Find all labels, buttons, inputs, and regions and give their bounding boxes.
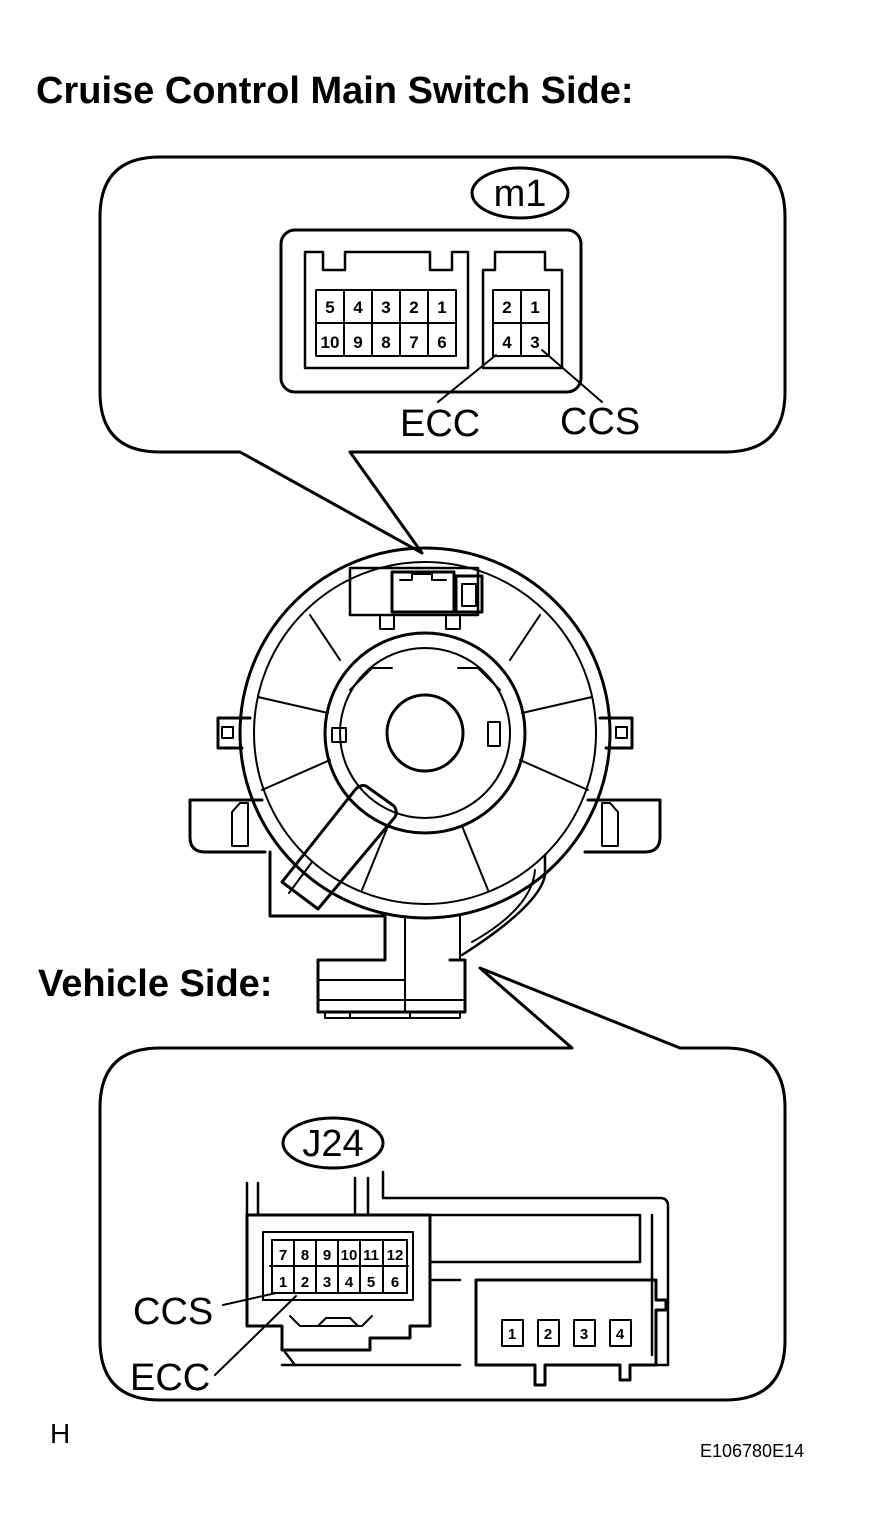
j24-id-ellipse [281,1116,385,1170]
figure-code: E106780E14 [700,1441,805,1461]
m1-main-pins: 5 4 3 2 1 10 9 8 7 6 [321,298,447,352]
pin: 7 [279,1247,287,1264]
pin: 8 [301,1247,309,1264]
m1-small-pins: 2 1 4 3 [502,298,539,352]
j24-side-pins: 1 2 3 4 [508,1326,625,1343]
spiral-cable-body [188,546,662,1019]
pin: 12 [387,1247,404,1264]
pin: 2 [544,1326,552,1343]
j24-ccs-label: CCS [133,1291,213,1333]
pin: 6 [391,1274,399,1291]
corner-mark: H [50,1418,71,1449]
pin: 9 [323,1247,331,1264]
j24-side-block [474,1278,668,1387]
m1-small-pin-grid [492,289,550,357]
j24-ecc-label: ECC [130,1357,210,1399]
m1-main-pin-grid [315,289,457,357]
j24-ccs-leader [222,1292,277,1306]
pin: 8 [381,333,390,352]
j24-ecc-leader [214,1295,297,1376]
vehicle-side-heading: Vehicle Side: [38,963,273,1005]
switch-side-heading: Cruise Control Main Switch Side: [36,70,634,112]
pin: 4 [502,333,512,352]
j24-main-pin-grid [262,1231,414,1301]
j24-main-pins: 7 8 9 10 11 12 1 2 3 4 5 6 [279,1247,404,1291]
j24-main-block [245,1213,432,1352]
j24-callout-balloon [98,966,787,1402]
pin: 4 [616,1326,625,1343]
pin: 7 [409,333,418,352]
pin: 4 [345,1274,354,1291]
m1-ecc-label: ECC [400,403,480,445]
m1-callout-balloon [98,155,787,555]
pin: 2 [502,298,511,317]
pin: 4 [353,298,363,317]
pin: 10 [341,1247,358,1264]
pin: 9 [353,333,362,352]
pin: 3 [530,333,539,352]
pin: 10 [321,333,340,352]
m1-ccs-leader [541,349,603,403]
pin: 1 [530,298,539,317]
pin: 11 [363,1247,379,1264]
j24-frame-lines [245,1170,670,1367]
pin: 1 [279,1274,287,1291]
pin: 3 [381,298,390,317]
pin: 5 [325,298,334,317]
j24-side-pin-boxes [501,1319,632,1347]
pin: 2 [301,1274,309,1291]
pin: 3 [323,1274,331,1291]
pin: 6 [437,333,446,352]
m1-ccs-label: CCS [560,401,640,443]
m1-main-block [303,250,470,370]
m1-connector-id: m1 [494,173,547,215]
j24-connector-id: J24 [302,1123,363,1165]
pin: 2 [409,298,418,317]
pin: 5 [367,1274,375,1291]
m1-ecc-leader [437,354,497,403]
pin: 1 [508,1326,516,1343]
pin: 3 [580,1326,588,1343]
m1-id-ellipse [470,166,570,220]
pin: 1 [437,298,446,317]
m1-connector-housing [279,228,583,394]
m1-small-block [481,250,564,370]
